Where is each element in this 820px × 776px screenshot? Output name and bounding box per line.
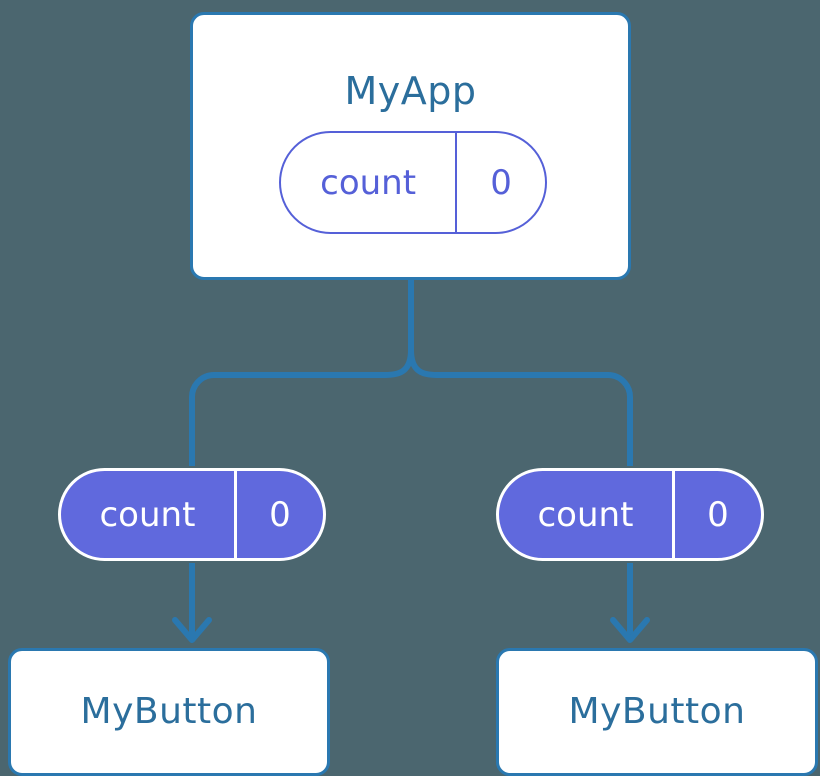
component-name-mybutton: MyButton (568, 691, 746, 732)
component-card-myapp[interactable]: MyApp count 0 (190, 12, 631, 280)
split-connector (408, 349, 633, 466)
state-key-label: count (99, 494, 196, 535)
state-pill-child-left[interactable]: count 0 (58, 468, 326, 561)
state-value-label: 0 (233, 471, 323, 558)
split-connector-left (189, 349, 414, 466)
state-key-label: count (537, 494, 634, 535)
component-card-mybutton-right[interactable]: MyButton (496, 648, 818, 776)
state-pill-child-right[interactable]: count 0 (496, 468, 764, 561)
component-name-myapp: MyApp (344, 69, 477, 113)
component-card-mybutton-left[interactable]: MyButton (8, 648, 330, 776)
state-key-label: count (320, 162, 417, 203)
component-name-mybutton: MyButton (80, 691, 258, 732)
arrowhead-right-icon (610, 617, 650, 643)
state-value-label: 0 (671, 471, 761, 558)
state-pill-root[interactable]: count 0 (279, 131, 547, 234)
arrowhead-left-icon (172, 617, 212, 643)
state-value-label: 0 (455, 133, 545, 232)
